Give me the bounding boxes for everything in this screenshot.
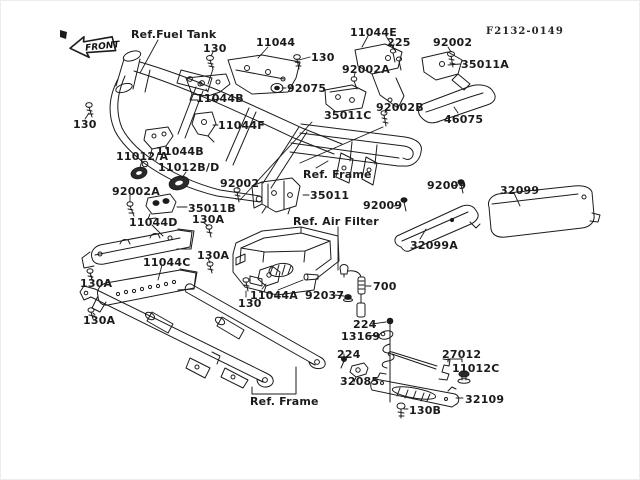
part-label-92009: 92009 (427, 179, 467, 192)
part-label-130b: 130B (409, 404, 442, 417)
part-label-35011: 35011 (310, 189, 350, 202)
part-air-filter-art (232, 226, 340, 296)
part-lower-rails-art (79, 283, 326, 389)
part-label-11012-a: 11012/A (116, 150, 169, 163)
part-label-700: 700 (373, 280, 397, 293)
part-11012C-art (457, 370, 471, 384)
reference-label-ref-frame: Ref. Frame (250, 395, 319, 408)
part-35011-art (251, 177, 301, 215)
part-35011C-art (324, 84, 367, 113)
part-label-225: 225 (387, 36, 411, 49)
part-label-11044e: 11044E (350, 26, 397, 39)
bolt-130B-art (396, 402, 406, 419)
bolt-130A-3-art (86, 268, 94, 281)
screw-92002-mid-art (233, 187, 242, 203)
bolt-130-top-art (206, 55, 215, 70)
front-arrow-label: FRONT (85, 40, 121, 54)
screw-92002A2-art (126, 201, 135, 217)
bolt-130-mid-art (293, 54, 302, 70)
ref-frame-bracket (251, 366, 297, 395)
part-label-11044d: 11044D (129, 216, 178, 229)
part-label-224: 224 (337, 348, 361, 361)
part-label-32085: 32085 (340, 375, 380, 388)
part-label-130a: 130A (197, 249, 230, 262)
part-700-art (339, 264, 366, 318)
part-11044B1-art (185, 73, 231, 101)
part-label-130a: 130A (192, 213, 225, 226)
part-label-27012: 27012 (442, 348, 482, 361)
part-label-130: 130 (238, 297, 262, 310)
screw-92009-2-art (400, 197, 408, 212)
part-11044A-art (257, 265, 281, 293)
bolt-130A-2-art (206, 261, 214, 274)
screw-92002B-art (380, 110, 389, 127)
part-label-92002b: 92002B (376, 101, 424, 114)
part-label-130: 130 (203, 42, 227, 55)
part-label-92002a: 92002A (342, 63, 390, 76)
part-frame-art (109, 50, 422, 203)
part-label-11044b: 11044B (156, 145, 204, 158)
part-label-35011a: 35011A (461, 58, 509, 71)
part-11044D-art (81, 228, 195, 269)
part-label-32099: 32099 (500, 184, 540, 197)
part-label-11012c: 11012C (452, 362, 500, 375)
reference-label-ref-frame: Ref. Frame (303, 168, 372, 181)
front-arrow-icon: FRONT (69, 35, 121, 59)
part-label-11044f: 11044F (218, 119, 265, 132)
part-11012BD-hole (175, 180, 183, 186)
part-11044-art (227, 54, 301, 95)
fiche-code: F2132-0149 (486, 26, 564, 37)
bolt-130-bottom-art (242, 277, 250, 292)
part-32085-art (349, 362, 369, 383)
part-13169-art (378, 317, 395, 403)
part-label-11012b-d: 11012B/D (158, 161, 220, 174)
part-label-32109: 32109 (465, 393, 505, 406)
part-35011A-art (421, 51, 471, 91)
part-92037-art (343, 294, 353, 302)
part-46075-art (418, 84, 496, 124)
part-label-92009: 92009 (363, 199, 403, 212)
screw-92009-1-art (457, 179, 465, 194)
part-label-11044b: 11044B (196, 92, 244, 105)
part-label-13169: 13169 (341, 330, 381, 343)
part-35011B-art (145, 193, 177, 220)
part-label-130: 130 (311, 51, 335, 64)
part-32099A-art (394, 204, 481, 252)
part-label-32099a: 32099A (410, 239, 458, 252)
nut-92075-art (270, 83, 284, 93)
part-label-224: 224 (353, 318, 377, 331)
leader-lines (84, 35, 521, 410)
part-label-92002a: 92002A (112, 185, 160, 198)
scan-mark (60, 30, 67, 39)
part-11044E-art (354, 43, 405, 109)
bolt-130A-4-art (87, 307, 95, 320)
part-11012A-hole (136, 171, 142, 175)
part-label-92002: 92002 (220, 177, 260, 190)
clamp-art (303, 273, 319, 281)
bolt-130A-1-art (205, 224, 213, 238)
part-label-92002: 92002 (433, 36, 473, 49)
reference-label-ref-air-filter: Ref. Air Filter (293, 215, 379, 228)
part-label-92075: 92075 (287, 82, 327, 95)
part-label-130a: 130A (83, 314, 116, 327)
part-label-92037: 92037 (305, 289, 345, 302)
part-label-35011b: 35011B (188, 202, 236, 215)
part-11044B2-art (143, 126, 174, 157)
part-label-130: 130 (73, 118, 97, 131)
part-label-130a: 130A (80, 277, 113, 290)
part-32099-art (488, 185, 601, 238)
part-11044C-art (91, 268, 198, 313)
bolt-130-left-art (85, 102, 94, 118)
part-label-35011c: 35011C (324, 109, 372, 122)
part-label-11044: 11044 (256, 36, 296, 49)
part-label-46075: 46075 (444, 113, 484, 126)
part-label-11044a: 11044A (250, 289, 298, 302)
part-11044F-art (191, 111, 217, 143)
part-label-11044c: 11044C (143, 256, 191, 269)
part-32109-art (370, 372, 460, 408)
part-27012-art (387, 351, 463, 381)
reference-label-ref-fuel-tank: Ref.Fuel Tank (131, 28, 217, 41)
